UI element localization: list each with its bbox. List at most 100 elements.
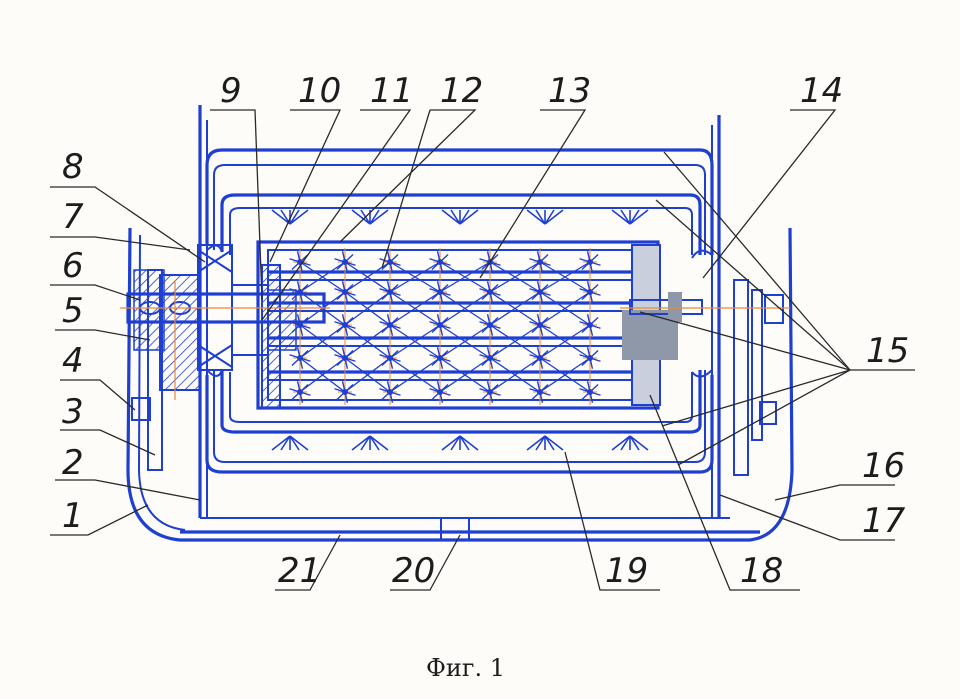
lattice-node: [487, 389, 493, 395]
lattice-node: [437, 259, 443, 265]
label-18: 18: [740, 551, 783, 591]
brush-bristle: [271, 435, 291, 451]
brush-bristle: [450, 435, 461, 451]
lattice-strand: [344, 357, 391, 393]
lattice-node: [537, 355, 543, 361]
right-bolt-head: [759, 401, 777, 425]
lattice-strand: [539, 261, 591, 293]
lattice-strand: [439, 291, 491, 326]
brush-bristle: [289, 435, 300, 451]
lattice-strand: [344, 324, 391, 359]
lattice-node: [537, 322, 543, 328]
label-1: 1: [62, 496, 84, 536]
wall-clip-left: [206, 244, 223, 253]
right-shaft: [629, 299, 703, 315]
label-7: 7: [62, 197, 84, 237]
lattice-strand: [489, 261, 541, 293]
lattice-node: [437, 355, 443, 361]
brush-bristle: [629, 435, 649, 451]
lattice-strand: [439, 324, 491, 359]
lattice-node: [437, 289, 443, 295]
right-shaft-collar: [668, 292, 682, 322]
brush-bristle: [280, 435, 291, 451]
lattice-node: [387, 322, 393, 328]
brush-bristle: [544, 435, 564, 451]
lattice-node: [342, 322, 348, 328]
chamber-contour-3: [220, 193, 702, 255]
right-bracket-b: [751, 289, 763, 441]
lattice-strand: [489, 324, 541, 359]
lattice-strand: [299, 357, 346, 393]
label-15: 15: [866, 331, 909, 371]
lattice-strand: [389, 324, 441, 359]
label-17: 17: [862, 501, 906, 541]
lattice-node: [437, 322, 443, 328]
lattice-node: [297, 355, 303, 361]
brush-bristle: [369, 209, 380, 225]
lattice-strand: [439, 357, 491, 393]
brush-bristle: [360, 435, 371, 451]
wall-clip-right-lower: [691, 369, 713, 378]
brush-bristle: [459, 209, 479, 225]
brush-bristle: [544, 209, 564, 225]
lattice-strand: [539, 291, 591, 326]
brush-bristle: [369, 209, 389, 225]
lattice-node: [342, 389, 348, 395]
bearing-cross: [197, 344, 233, 368]
right-nut: [764, 294, 784, 324]
wall-clip-right: [691, 249, 713, 259]
brush-bristle: [351, 435, 371, 451]
left-clamp: [267, 289, 297, 351]
lattice-node: [587, 289, 593, 295]
lattice-node: [437, 389, 443, 395]
brush-bristle: [441, 209, 461, 225]
left-bolt-head: [131, 397, 151, 421]
brush-bristle: [271, 209, 291, 225]
brush-bristle: [629, 209, 649, 225]
label-20: 20: [392, 551, 435, 591]
lattice-node: [387, 289, 393, 295]
brush-bristle: [459, 435, 479, 451]
lattice-strand: [489, 357, 541, 393]
lattice-node: [587, 389, 593, 395]
label-12: 12: [440, 71, 483, 111]
label-14: 14: [800, 71, 843, 111]
chamber-contour-lower-3: [220, 370, 702, 434]
label-2: 2: [62, 443, 84, 483]
brush-bristle: [526, 209, 546, 225]
label-10: 10: [298, 71, 341, 111]
label-3: 3: [62, 392, 84, 432]
lattice-node: [297, 389, 303, 395]
brush-bristle: [611, 435, 631, 451]
lattice-node: [587, 322, 593, 328]
brush-bristle: [620, 435, 631, 451]
lattice-node: [587, 355, 593, 361]
brush-bristle: [441, 435, 461, 451]
lattice-strand: [539, 357, 591, 393]
lattice-strand: [299, 324, 346, 359]
left-hatched-support: [159, 274, 201, 391]
brush-fans: [271, 209, 649, 451]
label-5: 5: [62, 291, 84, 331]
label-9: 9: [220, 71, 242, 111]
chamber-contour-lower-1: [205, 375, 714, 474]
lattice-node: [387, 389, 393, 395]
lattice-node: [487, 355, 493, 361]
left-mount-plate: [133, 269, 165, 351]
label-16: 16: [862, 446, 905, 486]
lattice-node: [487, 289, 493, 295]
lattice-node: [537, 259, 543, 265]
lattice-strand: [389, 291, 441, 326]
lattice-node: [537, 389, 543, 395]
leader-lines: [50, 109, 915, 591]
label-11: 11: [370, 71, 413, 111]
wall-clip-left-lower: [206, 369, 223, 377]
lattice-strand: [539, 324, 591, 359]
drain-fitting: [440, 517, 470, 541]
lattice-node: [387, 355, 393, 361]
brush-bristle: [351, 209, 371, 225]
label-8: 8: [62, 147, 84, 187]
lattice-node: [537, 289, 543, 295]
lattice-strand: [389, 261, 441, 293]
